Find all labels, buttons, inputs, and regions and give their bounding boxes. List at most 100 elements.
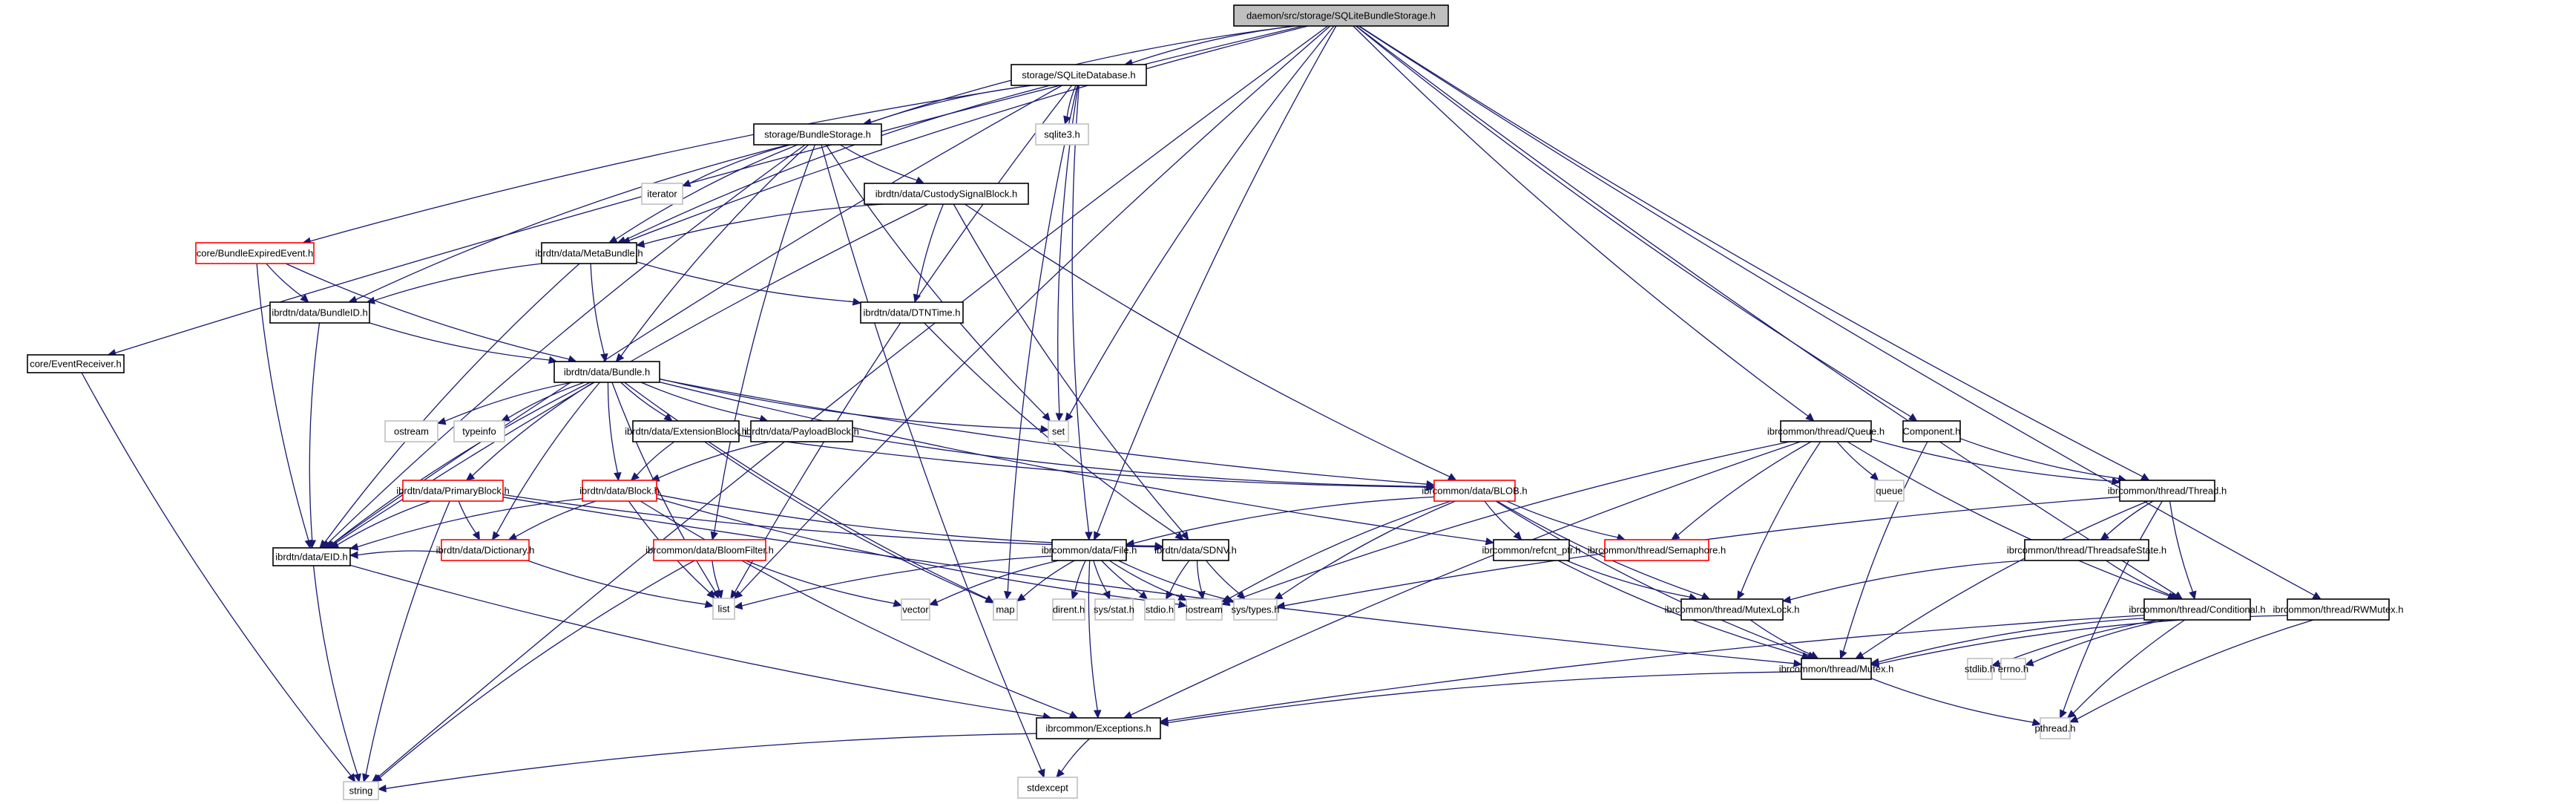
node-label: ibrdtn/data/PrimaryBlock.h	[396, 486, 509, 497]
node-expired[interactable]: core/BundleExpiredEvent.h	[195, 242, 315, 264]
node-label: sys/stat.h	[1094, 604, 1134, 615]
node-evrecv[interactable]: core/EventReceiver.h	[27, 354, 125, 373]
node-blob[interactable]: ibrcommon/data/BLOB.h	[1422, 480, 1528, 502]
edge-queue_h-to-thread	[1870, 438, 2113, 482]
node-semaphore[interactable]: ibrcommon/thread/Semaphore.h	[1588, 539, 1726, 561]
arrowhead-icon	[1125, 539, 1135, 547]
edge-tsstate-to-conditional	[2106, 560, 2172, 596]
node-box	[641, 183, 683, 205]
node-dtntime[interactable]: ibrdtn/data/DTNTime.h	[860, 301, 964, 324]
arrowhead-icon	[1065, 412, 1074, 422]
node-rwmutex[interactable]: ibrcommon/thread/RWMutex.h	[2273, 598, 2404, 621]
arrowhead-icon	[2189, 590, 2197, 601]
arrowhead-icon	[1793, 659, 1803, 667]
node-custody[interactable]: ibrdtn/data/CustodySignalBlock.h	[864, 183, 1029, 205]
node-tsstate[interactable]: ibrcommon/thread/ThreadsafeState.h	[2007, 539, 2166, 561]
node-box	[1094, 598, 1134, 621]
node-meta[interactable]: ibrdtn/data/MetaBundle.h	[535, 242, 643, 264]
arrowhead-icon	[2100, 532, 2110, 540]
edge-blob-to-mutexlock	[1496, 500, 1703, 597]
node-root[interactable]: daemon/src/storage/SQLiteBundleStorage.h	[1233, 4, 1449, 27]
arrowhead-icon	[2066, 710, 2077, 719]
edge-sqlitedb-to-bstorage	[870, 85, 1034, 123]
node-box	[269, 301, 370, 324]
node-queue_h[interactable]: ibrcommon/thread/Queue.h	[1767, 420, 1885, 442]
arrowhead-icon	[1701, 592, 1711, 600]
node-bundleid[interactable]: ibrdtn/data/BundleID.h	[269, 301, 370, 324]
node-sqlitedb[interactable]: storage/SQLiteDatabase.h	[1011, 64, 1147, 86]
node-component[interactable]: Component.h	[1902, 420, 1961, 442]
node-label: ibrdtn/data/Bundle.h	[564, 367, 650, 378]
node-box	[1233, 598, 1278, 621]
edge-meta-to-eid	[324, 263, 580, 543]
node-bloom[interactable]: ibrcommon/data/BloomFilter.h	[645, 539, 774, 561]
edge-primary-to-mutex	[502, 497, 1795, 664]
edge-bundle-to-blob	[659, 379, 1427, 485]
arrowhead-icon	[928, 598, 939, 607]
arrowhead-icon	[2140, 473, 2150, 481]
node-label: ibrcommon/thread/Semaphore.h	[1588, 545, 1726, 556]
node-sdnv[interactable]: ibrdtn/data/SDNV.h	[1154, 539, 1237, 561]
edges-layer	[81, 25, 2322, 793]
node-label: ibrcommon/data/File.h	[1042, 545, 1137, 556]
node-thread[interactable]: ibrcommon/thread/Thread.h	[2108, 480, 2227, 502]
node-primary[interactable]: ibrdtn/data/PrimaryBlock.h	[396, 480, 510, 502]
arrowhead-icon	[1809, 651, 1819, 659]
edge-blob-to-refcnt	[1484, 500, 1517, 535]
arrowhead-icon	[1839, 650, 1847, 660]
node-exceptions[interactable]: ibrcommon/Exceptions.h	[1036, 717, 1161, 739]
node-label: daemon/src/storage/SQLiteBundleStorage.h	[1246, 10, 1436, 22]
node-dictionary[interactable]: ibrdtn/data/Dictionary.h	[436, 539, 535, 561]
node-label: ibrdtn/data/PayloadBlock.h	[744, 426, 859, 437]
node-label: storage/SQLiteDatabase.h	[1022, 70, 1135, 81]
node-payload[interactable]: ibrdtn/data/PayloadBlock.h	[744, 420, 859, 442]
edge-blob-to-iostream	[1228, 500, 1451, 600]
edge-sqlitedb-to-sqlite3	[1066, 85, 1077, 117]
edge-queue_h-to-exceptions	[1130, 441, 1801, 716]
arrowhead-icon	[1004, 590, 1012, 601]
arrowhead-icon	[1159, 719, 1169, 727]
edge-root-to-conditional	[1356, 25, 2177, 595]
node-eid[interactable]: ibrdtn/data/EID.h	[272, 547, 351, 566]
arrowhead-icon	[1016, 593, 1026, 602]
node-extblock[interactable]: ibrdtn/data/ExtensionBlock.h	[625, 420, 747, 442]
arrowhead-icon	[1138, 591, 1149, 600]
edge-thread-to-tsstate	[2106, 500, 2154, 536]
node-conditional[interactable]: ibrcommon/thread/Conditional.h	[2129, 598, 2266, 621]
node-stdlib: stdlib.h	[1965, 658, 1995, 680]
node-refcnt[interactable]: ibrcommon/refcnt_ptr.h	[1482, 539, 1581, 561]
arrowhead-icon	[1426, 483, 1436, 491]
node-box	[195, 242, 315, 264]
arrowhead-icon	[715, 589, 723, 600]
arrowhead-icon	[1123, 711, 1133, 719]
node-mutex[interactable]: ibrcommon/thread/Mutex.h	[1779, 658, 1894, 680]
arrowhead-icon	[1165, 590, 1174, 601]
edge-root-to-bstorage	[870, 25, 1295, 123]
node-label: ibrdtn/data/Dictionary.h	[436, 545, 535, 556]
node-box	[384, 420, 438, 442]
edge-mutex-to-exceptions	[1167, 671, 1802, 724]
node-box	[1052, 598, 1085, 621]
node-label: core/EventReceiver.h	[30, 359, 122, 370]
node-errno: errno.h	[1998, 658, 2028, 680]
edge-bstorage-to-iterator	[689, 144, 791, 184]
arrowhead-icon	[1275, 601, 1286, 610]
node-bstorage[interactable]: storage/BundleStorage.h	[753, 123, 882, 146]
node-box	[1035, 123, 1089, 146]
node-block[interactable]: ibrdtn/data/Block.h	[579, 480, 660, 502]
node-label: stdio.h	[1146, 604, 1174, 615]
edge-sqlitedb-to-meta	[624, 85, 1051, 241]
edge-block-to-eid	[357, 498, 583, 548]
node-label: ibrcommon/thread/Conditional.h	[2129, 604, 2265, 615]
node-bundle[interactable]: ibrdtn/data/Bundle.h	[553, 361, 660, 383]
node-sqlite3: sqlite3.h	[1035, 123, 1089, 146]
arrowhead-icon	[1177, 593, 1188, 601]
node-label: ibrdtn/data/MetaBundle.h	[535, 248, 643, 259]
arrowhead-icon	[730, 589, 739, 600]
node-label: errno.h	[1998, 664, 2028, 675]
node-mutexlock[interactable]: ibrcommon/thread/MutexLock.h	[1664, 598, 1800, 621]
edge-thread-to-conditional	[2169, 500, 2194, 592]
node-file[interactable]: ibrcommon/data/File.h	[1042, 539, 1137, 561]
arrowhead-icon	[300, 294, 309, 303]
edge-thread-to-mutex	[1862, 500, 2149, 656]
